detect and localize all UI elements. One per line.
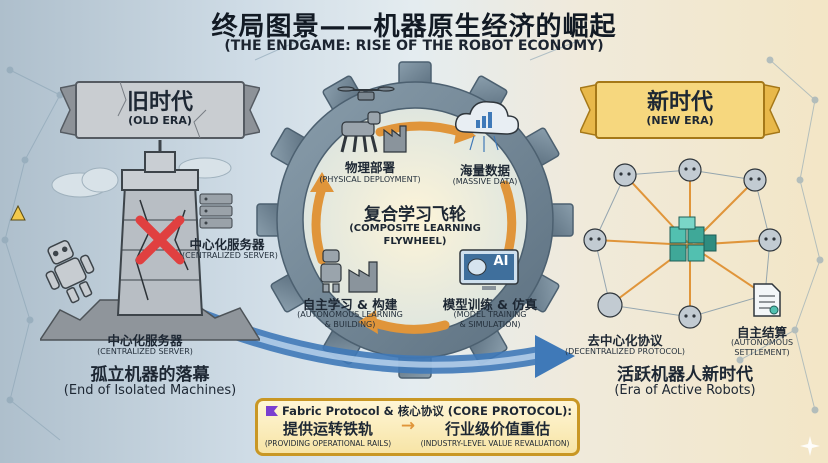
step-model-training-label-en-2: & SIMULATION) bbox=[459, 320, 521, 329]
robot-icon bbox=[45, 240, 95, 304]
tower-label-en: (CENTRALIZED SERVER) bbox=[97, 347, 193, 356]
new-era-subtitle: (NEW ERA) bbox=[646, 114, 714, 127]
page-subtitle: (THE ENDGAME: RISE OF THE ROBOT ECONOMY) bbox=[224, 38, 604, 54]
protocol-label-en: (DECENTRALIZED PROTOCOL) bbox=[565, 347, 685, 356]
step-massive-data-label-en: (MASSIVE DATA) bbox=[452, 177, 518, 186]
new-era-title: 新时代 bbox=[646, 90, 713, 115]
factory-icon bbox=[383, 125, 407, 153]
new-era-caption: 活跃机器人新时代 bbox=[617, 365, 753, 385]
robot-icon bbox=[320, 249, 378, 293]
rails-label-en: (PROVIDING OPERATIONAL RAILS) bbox=[264, 439, 392, 448]
step-model-training-label: 模型训练 & 仿真 bbox=[442, 297, 538, 312]
ai-chip-icon bbox=[459, 249, 519, 290]
page-title: 终局图景——机器原生经济的崛起 bbox=[211, 12, 617, 42]
ai-chip-label: AI bbox=[493, 254, 509, 269]
sparkle-icon bbox=[800, 436, 820, 456]
core-protocol-box bbox=[255, 398, 580, 456]
settlement-label-en-1: (AUTONOMOUS bbox=[730, 338, 794, 347]
old-era-banner bbox=[60, 81, 260, 139]
tower-icon bbox=[40, 140, 260, 341]
old-era-subtitle: (OLD ERA) bbox=[128, 114, 192, 127]
cube-network-icon bbox=[583, 158, 782, 329]
new-era-caption-en: (Era of Active Robots) bbox=[614, 383, 756, 398]
revaluation-label: 行业级价值重估 bbox=[444, 420, 550, 438]
settlement-label-en-2: SETTLEMENT) bbox=[734, 348, 790, 357]
old-era-caption-en: (End of Isolated Machines) bbox=[63, 383, 237, 398]
server-label-en: (CENTRALIZED SERVER) bbox=[182, 251, 278, 260]
new-era-banner bbox=[580, 81, 780, 139]
fabric-logo-icon bbox=[266, 406, 278, 416]
step-physical-deployment-label: 物理部署 bbox=[344, 160, 395, 175]
flywheel-title: 复合学习飞轮 bbox=[364, 205, 466, 225]
revaluation-label-en: (INDUSTRY-LEVEL VALUE REVALUATION) bbox=[420, 439, 570, 448]
drone-icon bbox=[337, 86, 395, 101]
server-icon bbox=[199, 193, 233, 229]
document-icon bbox=[753, 283, 781, 317]
flywheel-subtitle-1: (COMPOSITE LEARNING bbox=[349, 223, 481, 234]
step-physical-deployment-label-en: (PHYSICAL DEPLOYMENT) bbox=[319, 175, 421, 184]
core-protocol-title: Fabric Protocol & 核心协议 (CORE PROTOCOL): bbox=[282, 404, 572, 418]
flywheel-subtitle-2: FLYWHEEL) bbox=[383, 236, 447, 247]
warning-icon bbox=[10, 205, 26, 221]
tower-label: 中心化服务器 bbox=[107, 333, 183, 348]
factory-icon bbox=[348, 261, 378, 293]
robot-dog-icon bbox=[337, 86, 407, 153]
old-era-title: 旧时代 bbox=[126, 90, 193, 115]
step-massive-data-label: 海量数据 bbox=[459, 163, 510, 178]
settlement-label: 自主结算 bbox=[736, 325, 787, 340]
old-era-caption: 孤立机器的落幕 bbox=[90, 365, 210, 385]
server-label: 中心化服务器 bbox=[189, 237, 265, 252]
rails-label: 提供运转铁轨 bbox=[282, 420, 373, 438]
step-autonomous-learning-label-en-1: (AUTONOMOUS LEARNING bbox=[297, 310, 403, 319]
step-autonomous-learning-label-en-2: & BUILDING) bbox=[324, 320, 376, 329]
step-model-training-label-en-1: (MODEL TRAINING bbox=[453, 310, 527, 319]
protocol-label: 去中心化协议 bbox=[587, 333, 663, 348]
cloud-data-icon bbox=[454, 101, 520, 152]
arrow-icon: → bbox=[400, 416, 416, 436]
step-autonomous-learning-label: 自主学习 & 构建 bbox=[302, 297, 398, 312]
